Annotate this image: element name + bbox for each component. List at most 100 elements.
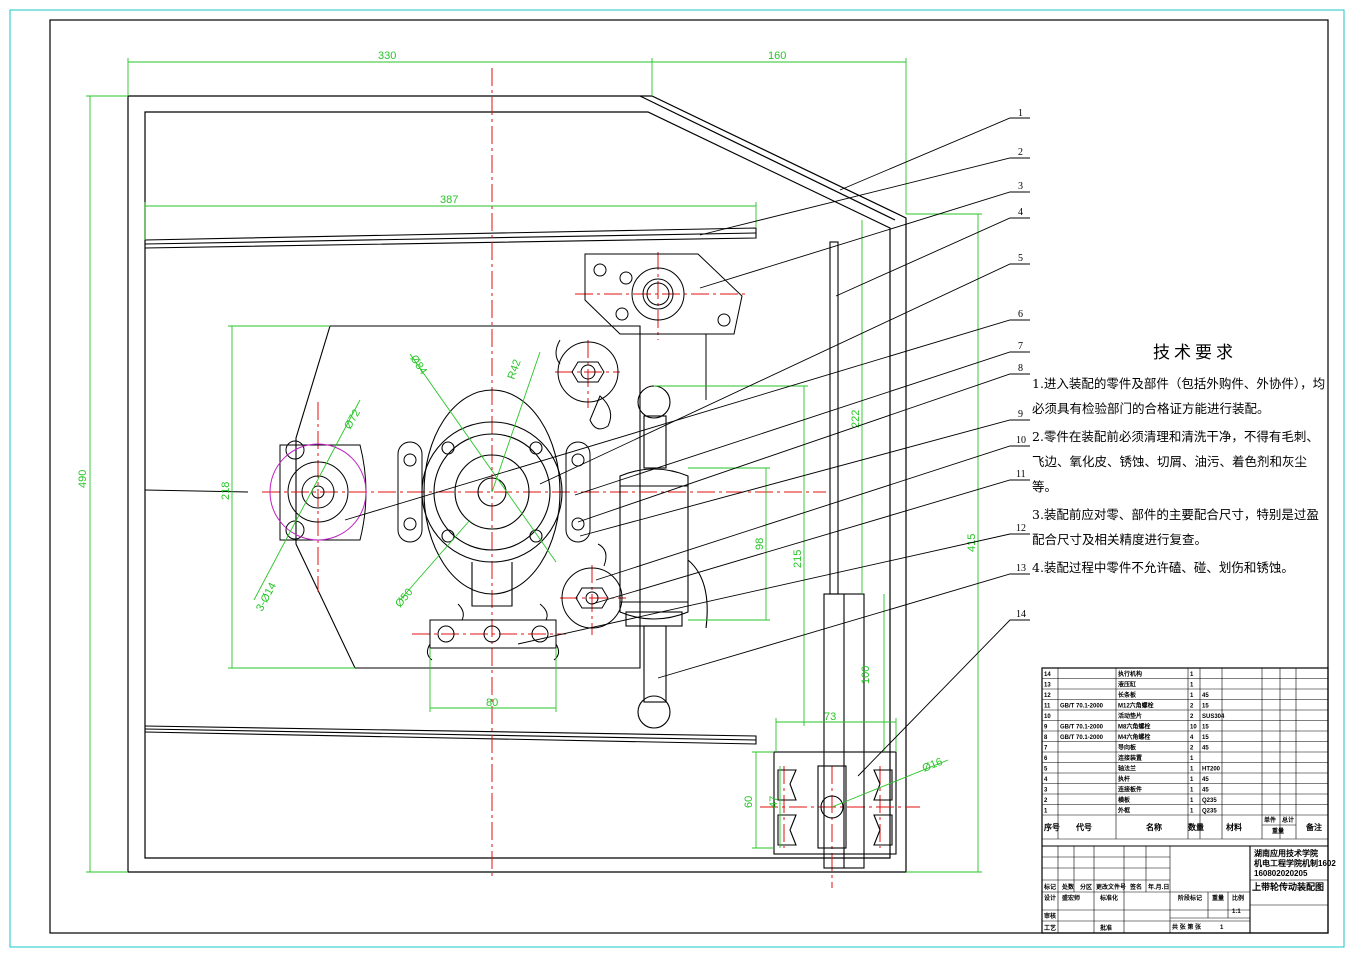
dim-47: 47 [768,796,780,808]
tb-proc: 工艺 [1044,924,1056,932]
bom-cell-no: 11 [1044,704,1051,710]
bom-cell-mat: 15 [1202,725,1209,731]
balloon-9: 9 [1018,409,1023,420]
bom-cell-no: 4 [1044,777,1048,783]
tb-std: 标准化 [1099,894,1118,902]
long-strip-plate [426,603,560,661]
balloon-4: 4 [1018,207,1023,218]
dim-490: 490 [77,470,89,488]
bom-table [1041,667,1329,934]
bom-cell-no: 12 [1044,693,1051,699]
bom-cell-mat: 45 [1202,777,1209,783]
bom-header-weight: 单件 [1264,816,1276,824]
tb-designer: 盛宏师 [1062,894,1080,902]
tb-stage: 阶段标记 [1178,894,1202,902]
dim-phi14: 3-Ø14 [254,581,279,614]
tb-doc: 更改文件号 [1096,883,1126,891]
dim-215: 215 [792,550,804,568]
bom-cell-name: 连接装置 [1118,754,1142,762]
tech-item-4: 4.装配过程中零件不允许磕、碰、划伤和锈蚀。 [1032,560,1294,575]
dim-phi84: Ø84 [408,353,430,377]
bom-header-weight: 重量 [1272,827,1284,835]
bom-cell-mat: SUS304 [1202,714,1225,720]
bom-cell-qty: 1 [1190,788,1194,794]
tb-review: 审核 [1044,912,1056,920]
bom-cell-qty: 1 [1190,672,1194,678]
bom-cell-name: 执行机构 [1118,670,1142,678]
bom-cell-name: 连接板件 [1118,786,1142,794]
flange-pcd-circle [269,443,367,541]
balloon-3: 3 [1018,181,1023,192]
bom-cell-no: 6 [1044,756,1048,762]
dim-r42: R42 [506,358,524,381]
balloon-2: 2 [1018,147,1023,158]
bom-cell-no: 3 [1044,788,1048,794]
bom-cell-no: 5 [1044,767,1048,773]
tech-title: 技术要求 [1153,343,1237,363]
bom-cell-no: 2 [1044,798,1048,804]
bom-cell-no: 13 [1044,683,1051,689]
bom-cell-code: GB/T 70.1-2000 [1060,725,1104,731]
title-block-text: 湖南应用技术学院 机电工程学院机制1602 160802020205 上带轮传动… [1043,848,1336,932]
bom-cell-qty: 1 [1190,756,1194,762]
balloon-1: 1 [1018,108,1023,119]
balloon-11: 11 [1016,469,1026,480]
bom-header: 数量 [1188,822,1204,832]
balloon-12: 12 [1016,523,1026,534]
dim-73: 73 [824,711,836,723]
bom-cell-mat: HT200 [1202,767,1221,773]
tb-zone: 分区 [1080,883,1092,891]
tb-scale-val: 1:1 [1232,909,1241,915]
bom-cell-name: M4六角螺栓 [1118,733,1150,741]
bom-cell-name: 执杆 [1118,775,1130,783]
bom-cell-name: M12六角螺栓 [1118,702,1154,710]
balloon-8: 8 [1018,363,1023,374]
inner-sheet-border [49,19,1329,934]
tb-weight: 重量 [1212,894,1224,902]
balloon-6: 6 [1018,309,1023,320]
bom-cell-qty: 1 [1190,767,1194,773]
dim-60: 60 [743,796,755,808]
title-block [1042,845,1328,933]
bom-cell-mat: 15 [1202,735,1209,741]
bom-header: 序号 [1044,822,1060,832]
balloon-numbers: 1 2 3 4 5 6 7 8 9 10 11 12 13 14 [1016,108,1026,620]
bom-cell-qty: 4 [1190,735,1194,741]
bom-cell-mat: 15 [1202,704,1209,710]
bom-header: 名称 [1146,822,1162,832]
bom-cell-name: 活动垫片 [1118,712,1142,720]
bom-cell-name: 外框 [1117,807,1130,815]
bom-cell-no: 9 [1044,725,1048,731]
bom-cell-name: 轴法兰 [1118,765,1136,773]
dim-80: 80 [486,697,498,709]
bom-cell-no: 7 [1044,746,1048,752]
bom-cell-qty: 1 [1190,683,1194,689]
bom-cell-qty: 1 [1190,693,1194,699]
dimension-texts: 330 160 387 490 218 415 222 215 98 80 10… [77,50,978,808]
dim-330: 330 [378,50,396,62]
leader-lines [344,117,1030,777]
dim-387: 387 [440,194,458,206]
tb-sheet: 共 张 第 张 [1172,923,1202,931]
bom-cell-qty: 1 [1190,809,1194,815]
bom-cell-mat: 45 [1202,693,1209,699]
bom-cell-qty: 2 [1190,746,1194,752]
balloon-5: 5 [1018,253,1023,264]
bom-cell-no: 8 [1044,735,1048,741]
school-name: 湖南应用技术学院 [1254,848,1318,858]
technical-requirements: 技术要求 1.进入装配的零件及部件（包括外购件、外协件），均必须具有检验部门的合… [1032,338,1328,583]
dim-phi50: Ø50 [393,586,416,610]
center-lines [262,68,920,888]
lower-nut [561,543,623,629]
tb-approve: 批准 [1100,924,1112,932]
class-name: 机电工程学院机制1602 [1254,858,1336,868]
bom-cell-mat: Q235 [1202,809,1217,815]
bom-cell-no: 1 [1044,809,1048,815]
tb-sheet-no: 1 [1220,925,1224,931]
vertical-rod [823,241,865,869]
tech-item-2: 2.零件在装配前必须清理和清洗干净，不得有毛刺、飞边、氧化皮、锈蚀、切屑、油污、… [1032,429,1319,494]
outer-sheet-border [9,9,1345,948]
bom-cell-name: 液压缸 [1118,681,1136,689]
